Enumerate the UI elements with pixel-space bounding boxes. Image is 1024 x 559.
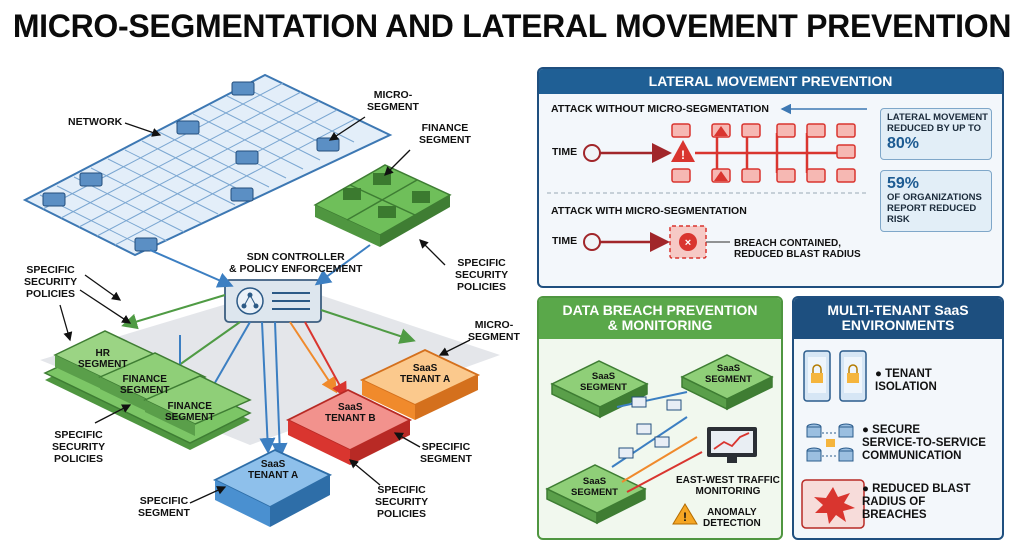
saas-segment-1-label: SaaS SEGMENT [580,371,627,393]
saas-tenant-a-blue-block [212,449,333,527]
policies-left-label: SPECIFIC SECURITY POLICIES [24,264,78,300]
saas-tenant-a-orange-block [359,349,481,420]
multi-tenant-panel: MULTI-TENANT SaaS ENVIRONMENTS [792,296,1004,540]
specific-segment-bottom-label: SPECIFIC SEGMENT [138,495,190,519]
attack-with-label: ATTACK WITH MICRO-SEGMENTATION [551,205,747,217]
anomaly-detection-label: ANOMALY DETECTION [703,507,761,530]
saas-tenant-a-orange-label: SaaS TENANT A [400,363,451,386]
saas-tenant-b-label: SaaS TENANT B [325,402,376,425]
reduced-blast-label: ● REDUCED BLAST RADIUS OF BREACHES [862,483,971,521]
saas-tenant-b-block [285,388,413,465]
saas-segment-2-label: SaaS SEGMENT [705,363,752,385]
stat-reduction-box: LATERAL MOVEMENT REDUCED BY UP TO 80% [880,108,992,160]
stat-organizations-value: 59% [887,175,920,192]
finance-segment-top [313,164,452,247]
finance-segment-2-label: FINANCE SEGMENT [165,401,215,424]
tenant-isolation-text: TENANT ISOLATION [875,368,937,393]
lateral-movement-diagram: ! × [547,103,867,259]
stat-reduction-value: 80% [887,134,920,152]
data-breach-header: DATA BREACH PREVENTION & MONITORING [539,298,781,339]
network-grid [22,73,393,257]
segmentation-diagram [22,73,500,527]
micro-segment-right-label: MICRO- SEGMENT [468,319,520,343]
multi-tenant-header: MULTI-TENANT SaaS ENVIRONMENTS [794,298,1002,339]
saas-segment-3-label: SaaS SEGMENT [571,476,618,498]
hr-finance-stack [43,330,252,450]
micro-segment-top-label: MICRO- SEGMENT [367,89,419,113]
stat-organizations-box: 59% OF ORGANIZATIONS REPORT REDUCED RISK [880,170,992,232]
blast-radius-icon [801,479,865,529]
attack-without-label: ATTACK WITHOUT MICRO-SEGMENTATION [551,103,769,115]
secure-communication-label: ● SECURE SERVICE-TO-SERVICE COMMUNICATIO… [862,424,986,462]
stat-reduction-text: LATERAL MOVEMENT REDUCED BY UP TO [887,112,988,134]
policies-bottom-label: SPECIFIC SECURITY POLICIES [375,484,429,520]
time-label-2: TIME [552,235,578,247]
sdn-controller [224,279,322,323]
specific-segment-right-label: SPECIFIC SEGMENT [420,441,472,465]
time-label-1: TIME [552,146,578,158]
svg-text:!: ! [683,510,687,524]
policies-right-label: SPECIFIC SECURITY POLICIES [455,257,509,293]
breach-contained-label: BREACH CONTAINED, REDUCED BLAST RADIUS [734,238,861,261]
lock-device-icon [803,350,867,402]
tenant-isolation-label: ● TENANT ISOLATION [875,368,937,393]
saas-tenant-a-blue-label: SaaS TENANT A [248,459,299,482]
policies-bottom-left-label: SPECIFIC SECURITY POLICIES [52,429,106,465]
svg-text:×: × [685,237,691,249]
lateral-movement-header: LATERAL MOVEMENT PREVENTION [539,69,1002,95]
multi-tenant-icons [801,350,867,529]
traffic-monitoring-label: EAST-WEST TRAFFIC MONITORING [676,475,780,498]
page-title: MICRO-SEGMENTATION AND LATERAL MOVEMENT … [12,8,1012,44]
finance-segment-top-label: FINANCE SEGMENT [419,122,471,146]
reduced-blast-text: REDUCED BLAST RADIUS OF BREACHES [862,483,971,521]
hr-segment-label: HR SEGMENT [78,348,128,371]
service-lock-icon [806,423,854,462]
controller-label: SDN CONTROLLER & POLICY ENFORCEMENT [229,251,363,275]
svg-text:!: ! [681,148,685,162]
stat-organizations-text: OF ORGANIZATIONS REPORT REDUCED RISK [887,192,982,225]
network-label: NETWORK [68,116,123,128]
secure-communication-text: SECURE SERVICE-TO-SERVICE COMMUNICATION [862,424,986,462]
finance-segment-1-label: FINANCE SEGMENT [120,374,170,397]
data-breach-diagram: ! [545,354,774,525]
